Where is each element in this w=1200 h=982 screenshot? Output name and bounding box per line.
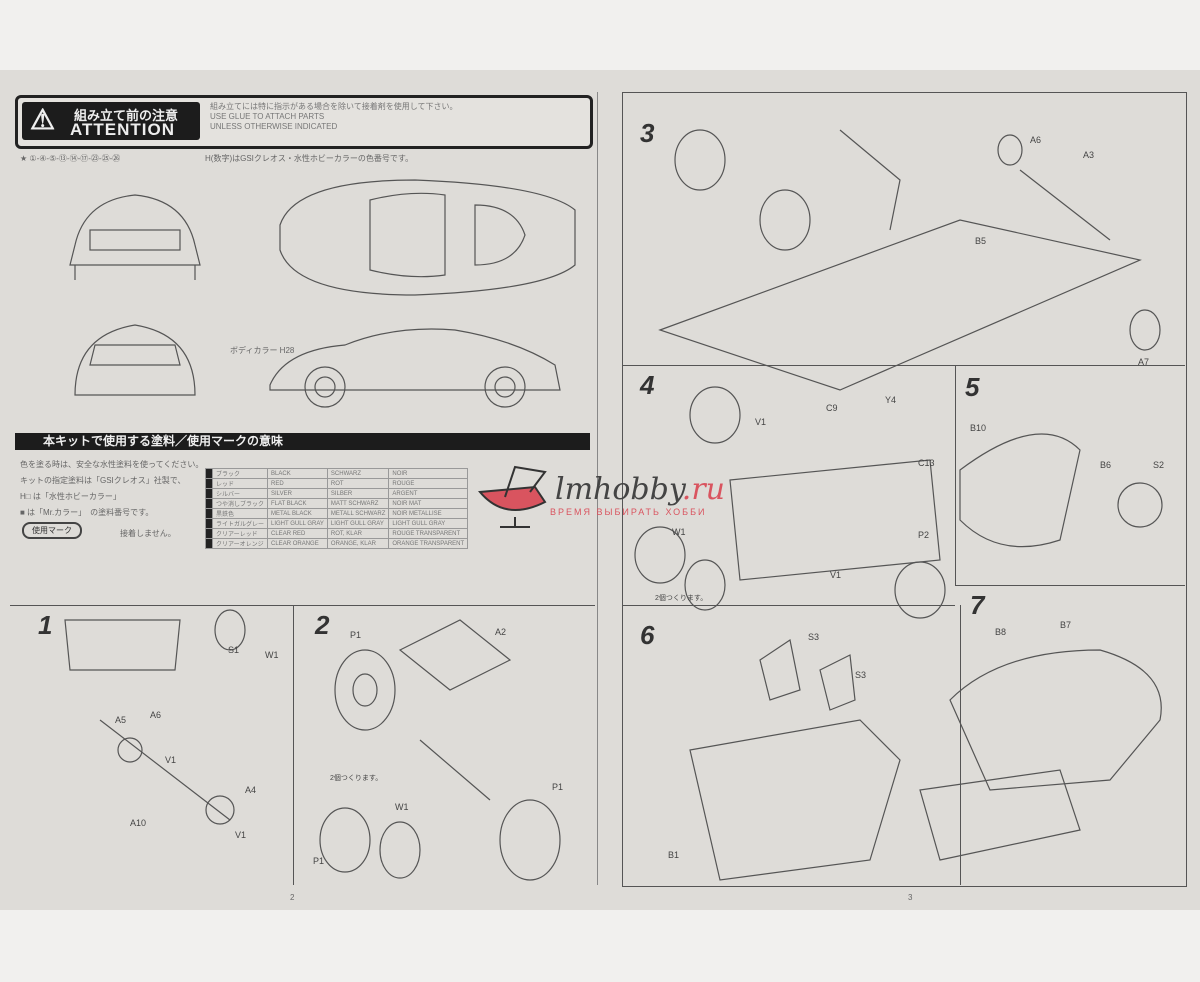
part-label: A5 (115, 715, 127, 725)
ship-logo-icon (478, 465, 547, 528)
paint-cell: ORANGE, KLAR (326, 538, 390, 549)
part-label: S3 (855, 670, 867, 680)
right-page-frame (622, 92, 1187, 887)
part-label: B7 (1060, 620, 1072, 630)
warning-icon: ⚠ (30, 104, 56, 135)
watermark-name-main: lmhobby (555, 472, 682, 507)
part-label: A10 (130, 818, 147, 828)
part-label: B10 (970, 423, 987, 433)
color-parts: ①-④-⑤-⑬-⑭-⑰-㉓-㉕-㉖ (29, 154, 121, 163)
use-mark-label: 使用マーク (22, 522, 82, 539)
part-label: W1 (265, 650, 279, 660)
step-number: 7 (970, 590, 985, 620)
color-note: H(数字)はGSIクレオス・水性ホビーカラーの色番号です。 (205, 154, 414, 163)
paint-instructions: 色を塗る時は、安全な水性塗料を使ってください。 キットの指定塗料は「GSIクレオ… (20, 457, 203, 521)
part-label: A4 (245, 785, 257, 795)
car-views-illustration (69, 179, 576, 408)
step-number: 4 (640, 370, 655, 400)
watermark-tld: .ru (681, 472, 725, 507)
paint-line: H□ は「水性ホビーカラー」 (20, 492, 121, 501)
part-label: V1 (830, 570, 842, 580)
part-label: A6 (150, 710, 162, 720)
attention-box: ⚠ 組み立て前の注意 ATTENTION 組み立てには特に指示がある場合を除いて… (15, 95, 593, 149)
page-number: 3 (908, 893, 913, 902)
paint-cell: ORANGE TRANSPARENT (388, 538, 469, 549)
paint-section-header: 本キットで使用する塗料／使用マークの意味 (15, 433, 590, 450)
part-label: A7 (1138, 357, 1150, 367)
watermark-tagline: ВРЕМЯ ВЫБИРАТЬ ХОББИ (550, 507, 707, 517)
body-color-label: ボディカラー H28 (230, 346, 295, 355)
divider (293, 605, 294, 885)
part-label: A3 (1083, 150, 1095, 160)
page-fold (597, 92, 598, 885)
attention-text: 組み立てには特に指示がある場合を除いて接着剤を使用して下さい。 USE GLUE… (210, 102, 458, 132)
attention-title-jp: 組み立て前の注意 (74, 108, 179, 123)
attention-title-en: ATTENTION (70, 120, 176, 139)
part-label: P1 (552, 782, 564, 792)
watermark-name: lmhobby.ru (555, 472, 725, 507)
step-number: 3 (640, 118, 655, 148)
part-label: S2 (1153, 460, 1165, 470)
divider (10, 605, 595, 606)
part-label: W1 (672, 527, 686, 537)
attention-text-en: USE GLUE TO ATTACH PARTS UNLESS OTHERWIS… (210, 112, 338, 131)
paint-line: ■ は「Mr.カラー」 の塗料番号です。 (20, 508, 154, 517)
part-label: B6 (1100, 460, 1112, 470)
instruction-sheet (0, 70, 1200, 910)
step-number: 5 (965, 372, 980, 402)
part-label: C13 (918, 458, 935, 468)
page-number: 2 (290, 893, 295, 902)
part-label: W1 (395, 802, 409, 812)
part-label: B1 (668, 850, 680, 860)
paint-line: 色を塗る時は、安全な水性塗料を使ってください。 (20, 460, 204, 469)
part-label: V1 (165, 755, 177, 765)
part-label: A6 (1030, 135, 1042, 145)
step-note: 2個つくります。 (655, 595, 708, 602)
part-label: A2 (495, 627, 507, 637)
part-label: C9 (826, 403, 838, 413)
part-label: P2 (918, 530, 930, 540)
attention-badge: ⚠ 組み立て前の注意 ATTENTION (22, 102, 200, 140)
step-number: 2 (315, 610, 330, 640)
color-parts-list: ★ ①-④-⑤-⑬-⑭-⑰-㉓-㉕-㉖ (20, 154, 121, 163)
part-label: V1 (235, 830, 247, 840)
paint-cell: クリアーオレンジ (211, 538, 269, 549)
part-label: S3 (808, 632, 820, 642)
part-label: V1 (755, 417, 767, 427)
no-glue-note: 接着しません。 (120, 529, 176, 538)
paint-line: キットの指定塗料は「GSIクレオス」社製で、 (20, 476, 186, 485)
part-label: B8 (995, 627, 1007, 637)
step-note: 2個つくります。 (330, 775, 383, 782)
attention-text-jp: 組み立てには特に指示がある場合を除いて接着剤を使用して下さい。 (210, 102, 458, 111)
part-label: P1 (313, 856, 325, 866)
step-number: 6 (640, 620, 655, 650)
part-label: B5 (975, 236, 987, 246)
part-label: S1 (228, 645, 240, 655)
part-label: P1 (350, 630, 362, 640)
step-number: 1 (38, 610, 53, 640)
part-label: Y4 (885, 395, 897, 405)
